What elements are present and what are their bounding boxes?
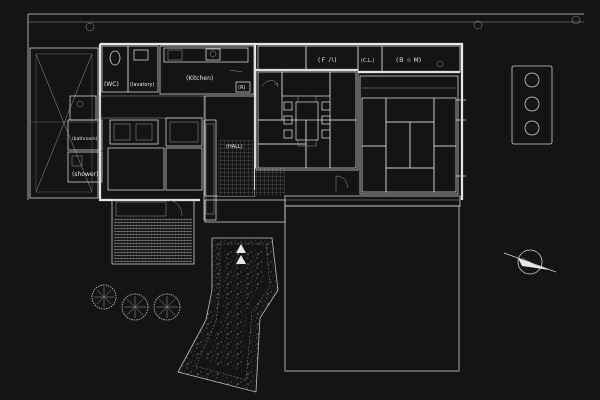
north-arrow-icon	[503, 249, 557, 275]
engawa	[284, 195, 461, 207]
closet-label: (C.L.)	[361, 58, 374, 64]
tree-1	[91, 284, 117, 310]
entrance-steps	[111, 199, 195, 265]
tree-2	[121, 293, 149, 321]
shower-label: (shower)	[72, 171, 98, 178]
kitchen-label: (Kitchen)	[186, 75, 213, 82]
cooktop-icon	[511, 65, 553, 145]
site-boundary	[27, 13, 584, 200]
japanese-room-2-label: (Ｂ ☆ M)	[396, 57, 421, 64]
japanese-room-2: (Ｂ ☆ M)	[359, 45, 466, 195]
entry-landing	[204, 175, 349, 223]
wooden-deck	[284, 205, 460, 372]
wc-room: (WC)	[101, 45, 129, 93]
japanese-room-1-label: (Ｆ 八)	[318, 57, 337, 64]
lavatory-label: (lavatory)	[130, 82, 154, 88]
bath-tile-room	[107, 117, 203, 191]
shower-room: (shower)	[67, 151, 103, 183]
r-label: (R)	[238, 85, 245, 91]
japanese-room-1: (Ｆ 八)	[255, 45, 359, 171]
bathroom-room: (bathroom)	[67, 119, 159, 151]
wc-label: (WC)	[104, 81, 119, 88]
tree-3	[153, 293, 181, 321]
lavatory-room: (lavatory)	[127, 45, 159, 93]
tree-icon	[153, 293, 181, 321]
kitchen-room: (Kitchen) (R)	[159, 45, 255, 95]
hall-area: (HALL)	[204, 95, 285, 197]
corridor	[99, 95, 217, 221]
hall-label: (HALL)	[226, 144, 243, 150]
tree-icon	[91, 284, 117, 310]
tree-icon	[121, 293, 149, 321]
bathroom-label: (bathroom)	[72, 136, 98, 142]
stone-path	[177, 237, 279, 393]
